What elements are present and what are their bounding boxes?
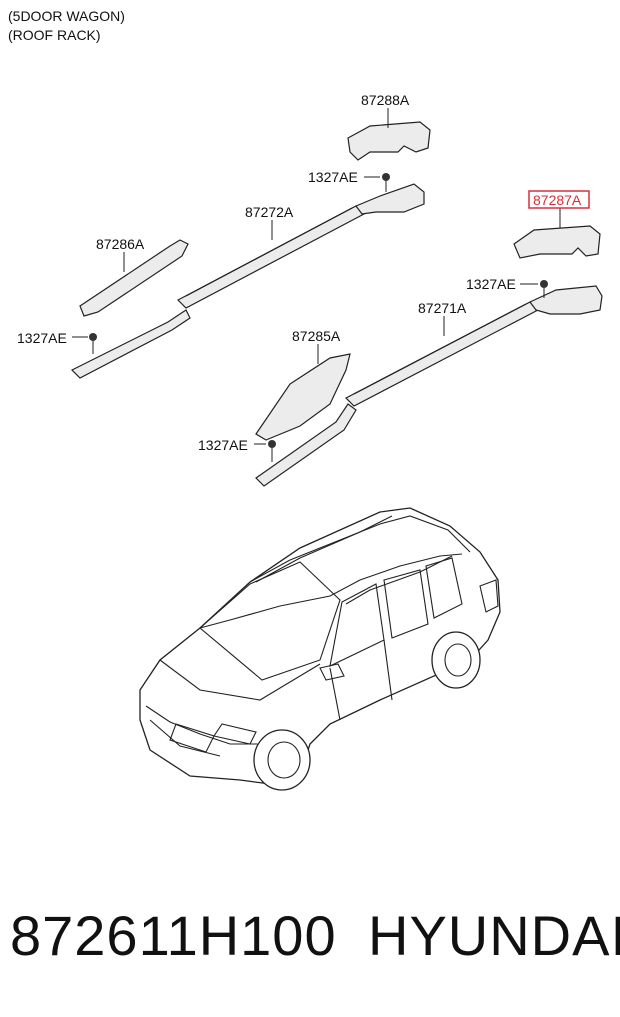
roof-rail-87271A[interactable]: [255, 285, 603, 487]
rail-end-cover-87287A[interactable]: [513, 225, 601, 259]
callout-1327AE-right: 1327AE: [466, 276, 516, 292]
bolt-1327AE-bottom[interactable]: [268, 440, 276, 462]
footer-part-number: 872611H100: [10, 904, 337, 967]
bolt-1327AE-left[interactable]: [89, 333, 97, 354]
footer-brand: HYUNDAI: [368, 904, 620, 967]
callout-87271A: 87271A: [418, 300, 467, 316]
callout-87285A: 87285A: [292, 328, 341, 344]
callout-87287A-highlighted: 87287A: [533, 192, 582, 208]
callout-1327AE-left: 1327AE: [17, 330, 67, 346]
callout-87286A: 87286A: [96, 236, 145, 252]
rail-end-cover-87285A[interactable]: [255, 353, 351, 441]
parts-diagram: 87288A 1327AE 87272A 87287A 87286A 1327A…: [17, 92, 603, 791]
callout-87288A: 87288A: [361, 92, 410, 108]
bolt-1327AE-right[interactable]: [540, 280, 548, 298]
callout-1327AE-top: 1327AE: [308, 169, 358, 185]
highlight-box: [528, 190, 590, 209]
header-line-body-type: (5DOOR WAGON): [8, 8, 125, 24]
bolt-1327AE-top[interactable]: [382, 173, 390, 192]
roof-rail-87272A[interactable]: [70, 183, 425, 379]
rail-end-cover-87286A[interactable]: [79, 239, 189, 317]
callout-87272A: 87272A: [245, 204, 294, 220]
rail-end-cover-87288A[interactable]: [347, 121, 431, 161]
header-line-assembly: (ROOF RACK): [8, 27, 101, 43]
car-illustration: [139, 507, 501, 791]
callout-1327AE-bottom: 1327AE: [198, 437, 248, 453]
